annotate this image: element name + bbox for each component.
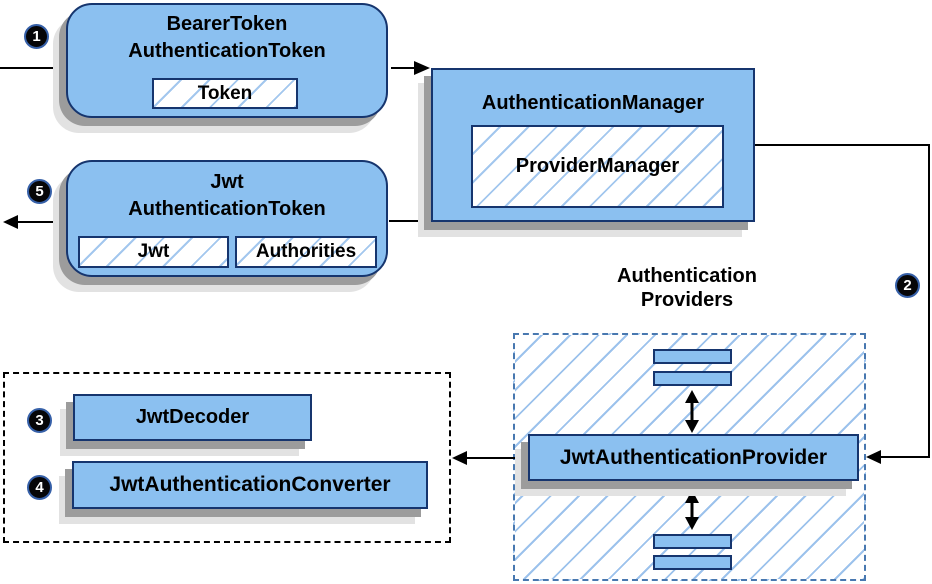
token-chip: Token	[152, 78, 298, 109]
step-badge-5: 5	[27, 179, 52, 204]
title-line-2: AuthenticationToken	[128, 198, 326, 220]
arrow-to-decoder-group	[452, 451, 529, 465]
decoder-converter-group	[3, 372, 451, 543]
provider-manager-chip: ProviderManager	[471, 125, 724, 208]
jwt-chip: Jwt	[78, 236, 229, 268]
arrow-to-authentication-manager	[391, 61, 430, 75]
step-badge-3: 3	[27, 408, 52, 433]
authentication-manager-box: AuthenticationManager ProviderManager	[431, 68, 755, 222]
arrow-response-out	[3, 215, 66, 229]
title-line-1: Jwt	[210, 171, 244, 193]
authorities-chip: Authorities	[235, 236, 377, 268]
title-line-1: BearerToken	[166, 13, 288, 35]
jwt-authentication-provider-box: JwtAuthenticationProvider	[528, 434, 859, 481]
label-line-1: Authentication	[617, 265, 757, 287]
provider-stack-rect	[653, 555, 732, 570]
box-title: AuthenticationManager	[481, 92, 705, 114]
jwt-authentication-token-box: Jwt AuthenticationToken Jwt Authorities	[66, 160, 388, 277]
label-line-2: Providers	[640, 289, 734, 311]
provider-stack-rect	[653, 349, 732, 364]
provider-stack-rect	[653, 371, 732, 386]
jwt-authentication-converter-box: JwtAuthenticationConverter	[72, 461, 428, 509]
jwt-decoder-box: JwtDecoder	[73, 394, 312, 441]
box-title: Jwt AuthenticationToken	[68, 169, 386, 223]
bearer-token-authentication-token-box: BearerToken AuthenticationToken Token	[66, 3, 388, 118]
step-badge-1: 1	[24, 24, 49, 49]
bidirectional-arrow-bottom	[685, 490, 699, 530]
step-badge-2: 2	[895, 273, 920, 298]
authentication-providers-label: Authentication Providers	[557, 264, 817, 312]
bidirectional-arrow-top	[685, 390, 699, 433]
provider-stack-rect	[653, 534, 732, 549]
title-line-2: AuthenticationToken	[128, 40, 326, 62]
box-title: BearerToken AuthenticationToken	[68, 11, 386, 65]
step-badge-4: 4	[27, 475, 52, 500]
arrow-to-jwt-authentication-provider	[755, 144, 930, 464]
